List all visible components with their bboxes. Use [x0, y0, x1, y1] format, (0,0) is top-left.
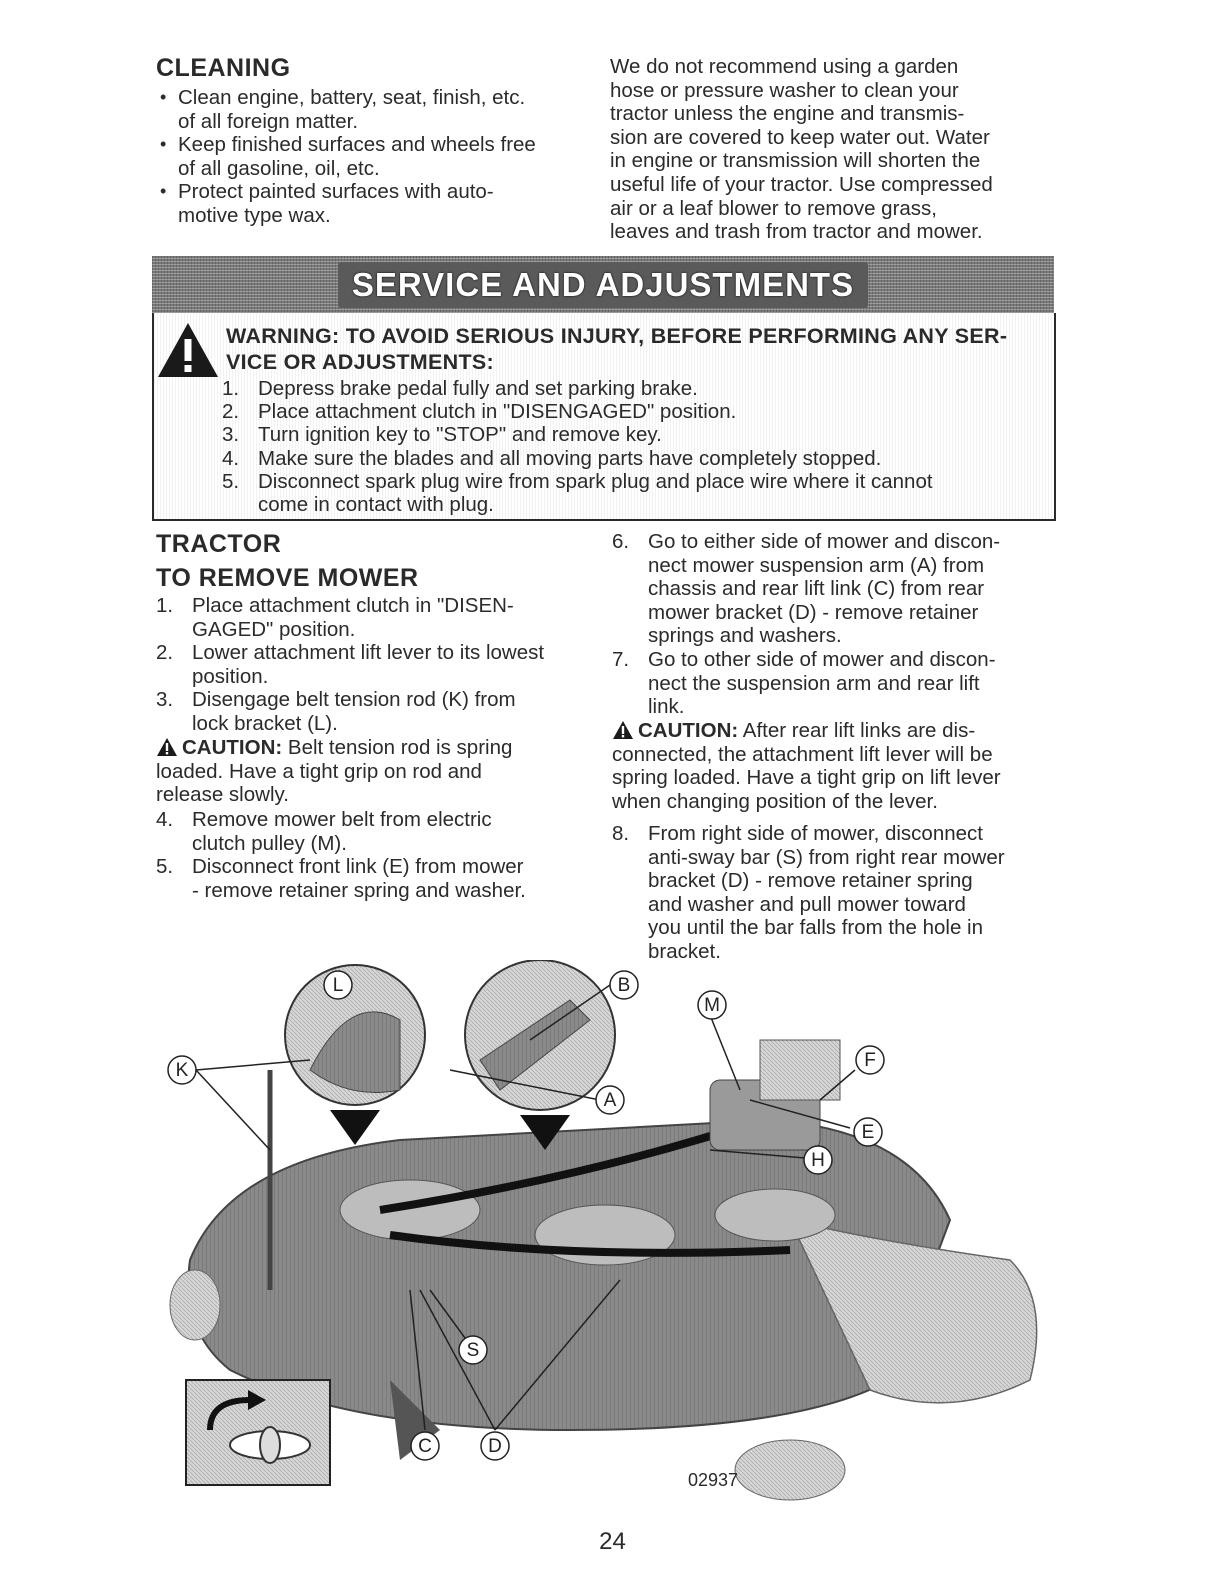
callout-e: E	[853, 1117, 883, 1147]
page-number: 24	[599, 1528, 626, 1555]
svg-text:M: M	[704, 995, 720, 1016]
detail-circle-lock-bracket	[284, 964, 426, 1145]
detail-circle-suspension-arm	[464, 960, 616, 1150]
svg-text:S: S	[467, 1340, 480, 1361]
list-item: 2.Place attachment clutch in "DISENGAGED…	[222, 400, 737, 424]
svg-text:F: F	[864, 1050, 876, 1071]
curved-arrow-icon	[207, 1397, 251, 1431]
caution-triangle-icon	[613, 721, 633, 739]
svg-text:H: H	[811, 1150, 825, 1171]
callout-d: D	[480, 1431, 510, 1461]
list-item: Protect painted surfaces with auto- moti…	[156, 180, 596, 227]
section-banner: SERVICE AND ADJUSTMENTS	[152, 256, 1054, 313]
cleaning-bullet-list: Clean engine, battery, seat, finish, etc…	[156, 86, 596, 228]
list-item: 3.Turn ignition key to "STOP" and remove…	[222, 423, 662, 447]
remove-mower-steps-a: 1.Place attachment clutch in "DISEN-GAGE…	[156, 594, 606, 736]
svg-text:C: C	[418, 1436, 432, 1457]
cleaning-paragraph: We do not recommend using a garden hose …	[610, 55, 993, 244]
svg-text:K: K	[176, 1060, 189, 1081]
caution-lift-links: CAUTION: After rear lift links are dis- …	[612, 719, 1001, 813]
svg-text:D: D	[488, 1436, 502, 1457]
remove-mower-heading: TO REMOVE MOWER	[156, 564, 419, 592]
callout-s: S	[458, 1335, 488, 1365]
list-item: 5.Disconnect front link (E) from mower- …	[156, 855, 526, 902]
figure-id: 02937	[688, 1470, 739, 1490]
list-item: Keep finished surfaces and wheels free o…	[156, 133, 596, 180]
list-item: 5.Disconnect spark plug wire from spark …	[222, 469, 933, 517]
warning-title: WARNING: TO AVOID SERIOUS INJURY, BEFORE…	[226, 324, 1008, 374]
list-item: 7.Go to other side of mower and discon-n…	[612, 647, 996, 719]
caution-belt-tension: CAUTION: Belt tension rod is spring load…	[156, 736, 513, 807]
section-title: SERVICE AND ADJUSTMENTS	[337, 261, 869, 308]
mower-deck-diagram: L K B M A F E H S C D	[167, 960, 1038, 1501]
callout-k: K	[167, 1055, 197, 1085]
svg-text:E: E	[862, 1122, 875, 1143]
callout-labels: L K B M A F E H S C D	[167, 970, 885, 1461]
retainer-spring-inset	[185, 1379, 331, 1486]
callout-h: H	[803, 1145, 833, 1175]
list-item: 4.Make sure the blades and all moving pa…	[222, 446, 882, 470]
list-item: 1.Place attachment clutch in "DISEN-GAGE…	[156, 594, 514, 641]
callout-b: B	[609, 970, 639, 1000]
remove-mower-steps-right: 6.Go to either side of mower and discon-…	[612, 530, 1067, 719]
caution-triangle-icon	[157, 738, 177, 756]
list-item: 1.Depress brake pedal fully and set park…	[222, 377, 698, 400]
mower-deck	[169, 1039, 1038, 1501]
warning-triangle-icon	[158, 323, 218, 377]
tractor-heading: TRACTOR	[156, 530, 282, 558]
svg-text:L: L	[333, 975, 344, 996]
cleaning-heading: CLEANING	[156, 54, 291, 82]
svg-text:A: A	[604, 1090, 617, 1111]
warning-steps: 1.Depress brake pedal fully and set park…	[222, 377, 1042, 516]
callout-l: L	[323, 970, 353, 1000]
warning-box: WARNING: TO AVOID SERIOUS INJURY, BEFORE…	[152, 313, 1056, 521]
callout-m: M	[697, 990, 727, 1020]
callout-a: A	[595, 1085, 625, 1115]
list-item: 6.Go to either side of mower and discon-…	[612, 530, 1001, 648]
list-item: Clean engine, battery, seat, finish, etc…	[156, 86, 596, 133]
callout-lines	[195, 984, 856, 1431]
callout-f: F	[855, 1045, 885, 1075]
svg-text:B: B	[618, 975, 631, 996]
callout-c: C	[410, 1431, 440, 1461]
list-item: 2.Lower attachment lift lever to its low…	[156, 641, 545, 688]
